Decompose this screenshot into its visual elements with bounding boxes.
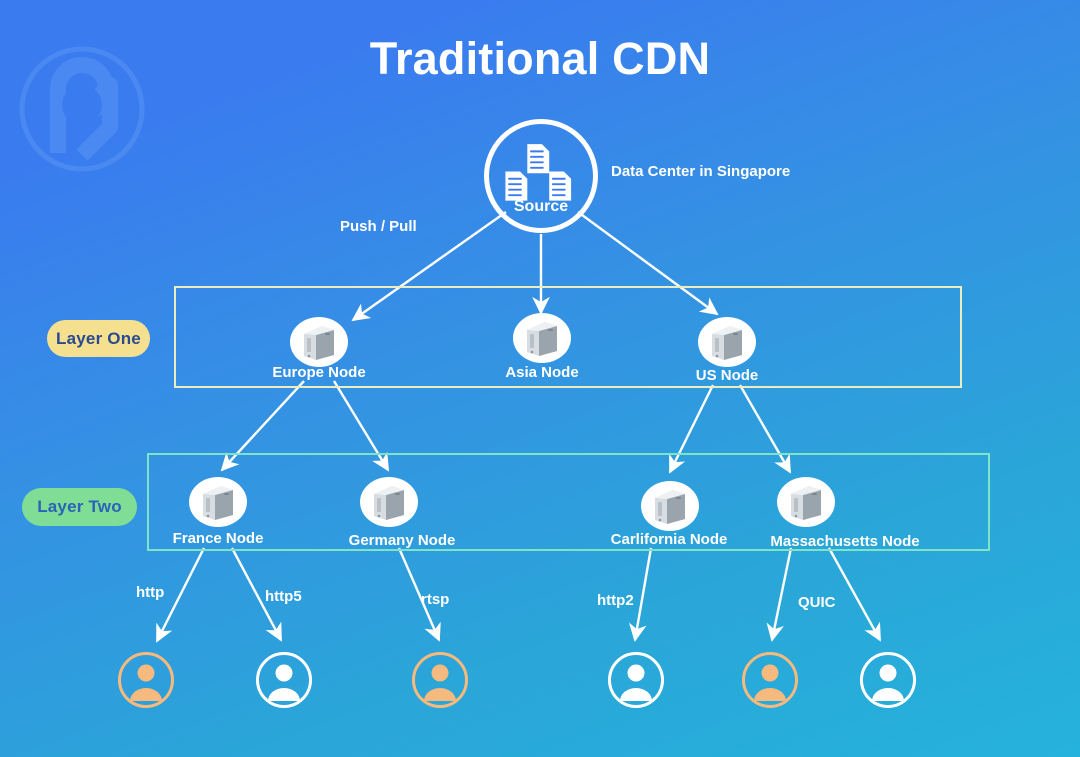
push-pull-label: Push / Pull	[340, 218, 417, 235]
user-icon	[130, 664, 162, 701]
protocol-label-http5: http5	[265, 588, 302, 605]
client-avatar-1[interactable]	[118, 652, 174, 708]
link-massachusetts-client6	[827, 547, 882, 642]
node-carlifornia[interactable]	[641, 481, 699, 531]
node-france-label: France Node	[172, 530, 264, 547]
node-carlifornia-label: Carlifornia Node	[610, 531, 728, 548]
user-icon	[268, 664, 300, 701]
client-avatar-2[interactable]	[256, 652, 312, 708]
documents-stack-icon	[505, 144, 572, 201]
node-asia-label: Asia Node	[505, 364, 579, 381]
user-icon	[754, 664, 786, 701]
source-node-label: Source	[513, 198, 569, 215]
user-icon	[424, 664, 456, 701]
node-europe[interactable]	[290, 317, 348, 367]
layer-two-container	[147, 453, 990, 551]
protocol-label-http2: http2	[597, 592, 634, 609]
user-icon	[620, 664, 652, 701]
link-massachusetts-client5	[766, 547, 793, 642]
server-tower-icon	[203, 486, 233, 520]
server-tower-icon	[527, 322, 557, 356]
server-tower-icon	[304, 326, 334, 360]
page-title: Traditional CDN	[369, 33, 711, 84]
server-tower-icon	[712, 326, 742, 360]
layer-two-badge: Layer Two	[22, 488, 137, 526]
node-massachusetts-label: Massachusetts Node	[770, 533, 920, 550]
node-asia[interactable]	[513, 313, 571, 363]
client-avatar-6[interactable]	[860, 652, 916, 708]
layer-one-badge: Layer One	[47, 320, 150, 357]
client-avatar-3[interactable]	[412, 652, 468, 708]
node-us[interactable]	[698, 317, 756, 367]
p-circle-logo-watermark	[19, 46, 145, 172]
node-germany-label: Germany Node	[348, 532, 456, 549]
node-europe-label: Europe Node	[272, 364, 366, 381]
user-icon	[872, 664, 904, 701]
client-avatar-4[interactable]	[608, 652, 664, 708]
source-node[interactable]	[484, 119, 598, 233]
protocol-label-http: http	[136, 584, 165, 601]
server-tower-icon	[791, 486, 821, 520]
node-massachusetts[interactable]	[777, 477, 835, 527]
data-center-annotation: Data Center in Singapore	[611, 163, 791, 180]
link-carlifornia-client4	[629, 547, 653, 642]
node-france[interactable]	[189, 477, 247, 527]
protocol-label-rtsp: rtsp	[421, 591, 450, 608]
node-us-label: US Node	[695, 367, 759, 384]
client-avatar-5[interactable]	[742, 652, 798, 708]
server-tower-icon	[655, 490, 685, 524]
server-tower-icon	[374, 486, 404, 520]
node-germany[interactable]	[360, 477, 418, 527]
protocol-label-quic: QUIC	[798, 594, 836, 611]
layer-one-container	[174, 286, 962, 388]
